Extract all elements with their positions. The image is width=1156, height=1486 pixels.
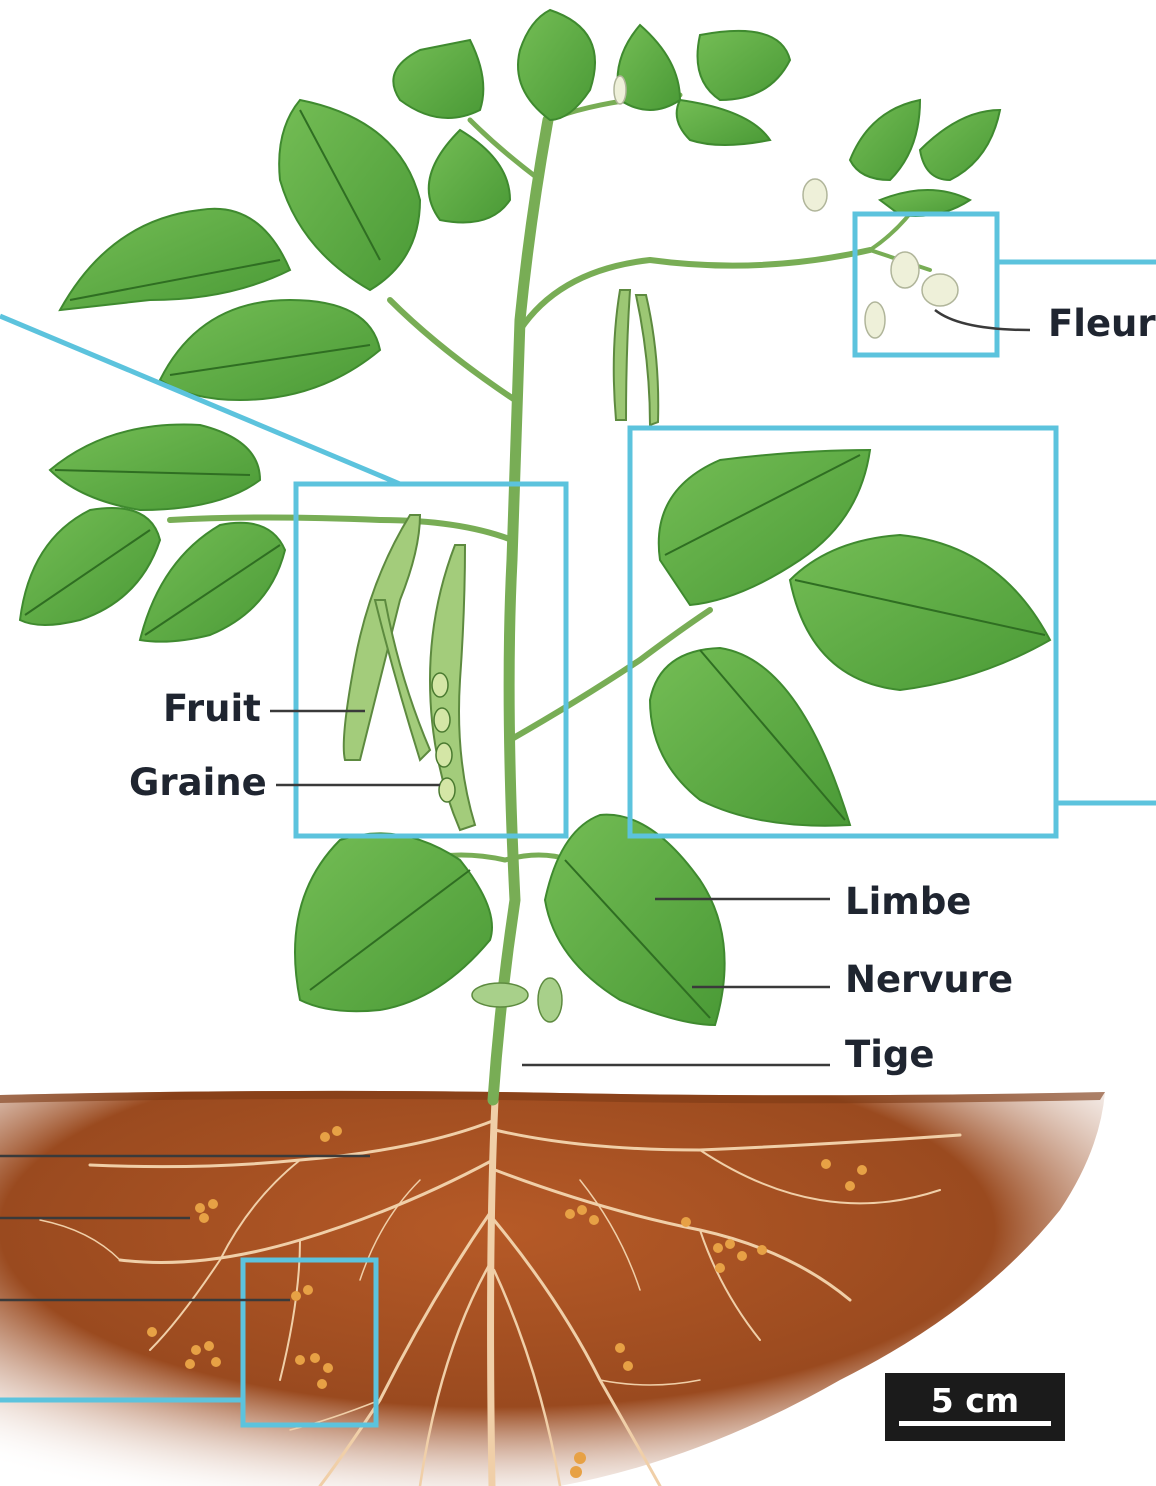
fruit-pods	[344, 515, 475, 830]
label-fruit: Fruit	[163, 690, 261, 727]
scale-text: 5 cm	[885, 1381, 1065, 1420]
scale-bar: 5 cm	[885, 1373, 1065, 1441]
upper-pods	[614, 290, 659, 425]
scale-line	[899, 1421, 1051, 1426]
cotyledons	[472, 978, 562, 1022]
label-nervure: Nervure	[845, 961, 1013, 998]
fleur-leader	[935, 310, 1030, 330]
label-graine: Graine	[129, 764, 267, 801]
label-limbe: Limbe	[845, 883, 971, 920]
label-fleur: Fleur	[1048, 305, 1156, 342]
label-tige: Tige	[845, 1036, 935, 1073]
